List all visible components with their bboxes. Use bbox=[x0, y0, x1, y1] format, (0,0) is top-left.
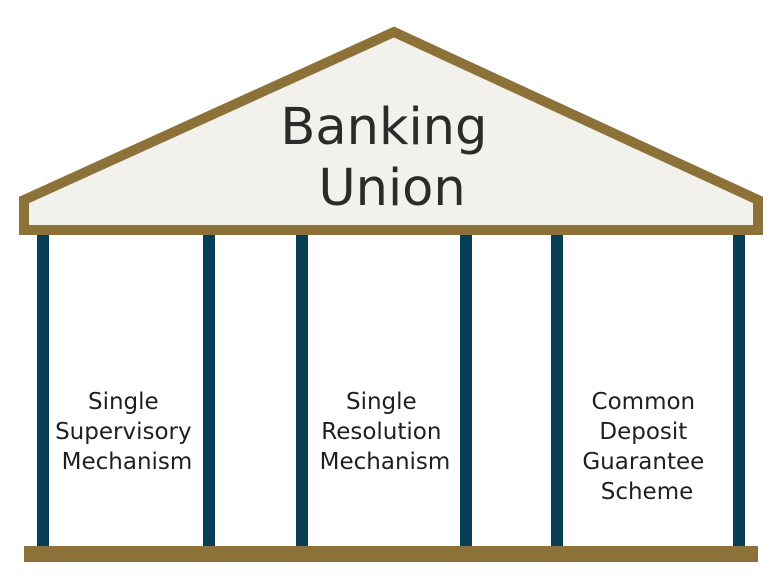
title-line-2: Union bbox=[318, 159, 465, 218]
banking-union-title: Banking Union bbox=[280, 98, 503, 218]
column-1-right bbox=[203, 234, 215, 550]
pillar-label-common-deposit-guarantee-scheme: Common Deposit Guarantee Scheme bbox=[582, 389, 711, 505]
title-line-1: Banking bbox=[280, 98, 487, 157]
pillar-1-line-1: Single bbox=[88, 389, 159, 415]
pillar-3-line-1: Common bbox=[592, 389, 696, 415]
column-3-left bbox=[551, 234, 563, 550]
pillar-1-line-3: Mechanism bbox=[62, 449, 193, 475]
column-3-right bbox=[733, 234, 745, 550]
pillar-2-line-1: Single bbox=[346, 389, 417, 415]
column-2-right bbox=[460, 234, 472, 550]
pillar-1-line-2: Supervisory bbox=[55, 419, 192, 445]
pillar-label-single-supervisory-mechanism: Single Supervisory Mechanism bbox=[55, 389, 199, 475]
pillar-label-single-resolution-mechanism: Single Resolution Mechanism bbox=[320, 389, 451, 475]
pillar-2-line-3: Mechanism bbox=[320, 449, 451, 475]
pillar-3-line-4: Scheme bbox=[601, 479, 694, 505]
base-floor bbox=[24, 546, 758, 562]
pillar-2-line-2: Resolution bbox=[321, 419, 441, 445]
pillar-3-line-2: Deposit bbox=[599, 419, 687, 445]
column-1-left bbox=[37, 234, 49, 550]
pillar-3-line-3: Guarantee bbox=[582, 449, 704, 475]
columns bbox=[37, 234, 745, 550]
roof bbox=[19, 26, 763, 235]
column-2-left bbox=[296, 234, 308, 550]
